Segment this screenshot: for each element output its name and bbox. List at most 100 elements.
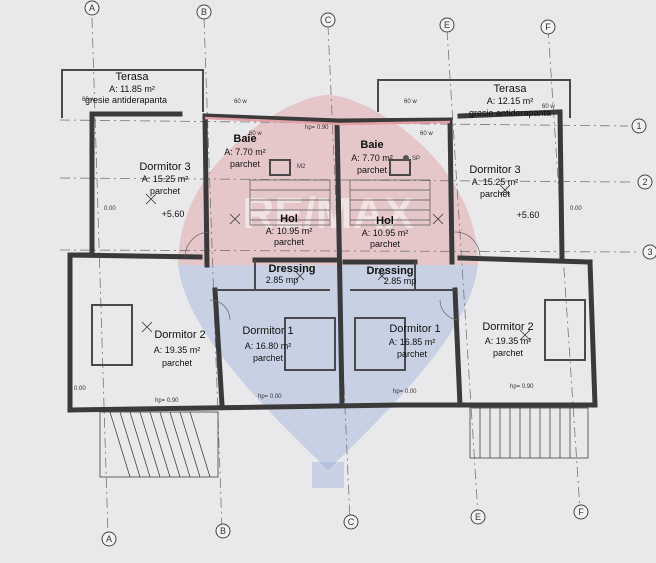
axis-label-b-bottom: B (220, 526, 226, 536)
balcony-railings (99, 407, 589, 478)
stair-left (249, 179, 331, 226)
axis-label-f-top: F (545, 22, 551, 32)
baie-left-finish: parchet (230, 159, 261, 169)
dim-left: 0.00 (74, 386, 86, 392)
stairs (249, 179, 431, 226)
axis-bubble-c-top (320, 12, 336, 28)
axis-bubble-f-top (540, 19, 556, 35)
dorm3-right-area: A: 15.25 m² (472, 177, 519, 187)
toilet-right (389, 159, 411, 176)
dorm2-right-finish: parchet (493, 348, 524, 358)
axis-label-b-top: B (201, 7, 207, 17)
dressing-right-name: Dressing (366, 265, 413, 277)
level-left: +5.60 (162, 209, 185, 219)
axis-bubble-e-bottom (470, 509, 486, 525)
walls (67, 109, 598, 413)
m2-label: M2 (297, 164, 306, 170)
w60-baie-right: 60 w (420, 131, 433, 137)
dorm3-left-name: Dormitor 3 (139, 161, 190, 173)
dorm2-left-finish: parchet (162, 358, 193, 368)
terasa-right-area: A: 12.15 m² (487, 96, 534, 106)
dorm1-right-finish: parchet (397, 349, 428, 359)
railing-right (469, 407, 589, 459)
axis-label-e-top: E (444, 20, 450, 30)
baie-left-area: A: 7.70 m² (224, 147, 266, 157)
terasa-left-name: Terasa (115, 71, 149, 83)
hp-bottom-right: hp= 0.00 (393, 389, 417, 395)
axis-label-2: 2 (642, 177, 647, 187)
stair-right (349, 179, 431, 226)
hol-right-area: A: 10.95 m² (362, 228, 409, 238)
furniture (91, 159, 586, 371)
bed-dorm2-left (91, 304, 133, 366)
dorm2-right-name: Dormitor 2 (482, 321, 533, 333)
hp-top-left: hp= 0.90 (305, 125, 329, 131)
w60-top-2: 60 w (404, 99, 417, 105)
sp-dot (403, 155, 409, 161)
dressing-right-area: 2.85 mp (384, 276, 417, 286)
room-labels: Terasa A: 11.85 m² gresie antiderapanta … (85, 71, 551, 368)
axis-label-1: 1 (636, 121, 641, 131)
hol-left-area: A: 10.95 m² (266, 226, 313, 236)
hol-right-name: Hol (376, 215, 394, 227)
baie-right-name: Baie (360, 139, 383, 151)
dim-dorm3-left: 0.00 (104, 206, 116, 212)
hol-left-name: Hol (280, 213, 298, 225)
baie-left-name: Baie (233, 133, 256, 145)
terasa-right-name: Terasa (493, 83, 527, 95)
axis-label-3: 3 (647, 247, 652, 257)
dorm3-left-area: A: 15.25 m² (142, 174, 189, 184)
axis-bubbles-bottom: A B C E F (101, 504, 589, 547)
axis-label-e-bottom: E (475, 512, 481, 522)
w60-terrace-right: 60 w (542, 104, 555, 110)
axis-bubbles-top: A B C E F (84, 0, 556, 35)
hp-bottom-left: hp= 0.90 (155, 398, 179, 404)
axis-label-f-bottom: F (578, 507, 584, 517)
axis-label-c-top: C (325, 15, 332, 25)
dressing-left-name: Dressing (268, 263, 315, 275)
watermark-basket (312, 462, 344, 488)
axis-bubbles-right: 1 2 3 (631, 118, 656, 260)
dorm3-left-finish: parchet (150, 186, 181, 196)
hol-left-finish: parchet (274, 237, 305, 247)
dorm1-left-area: A: 16.80 m² (245, 341, 292, 351)
dorm3-right-name: Dormitor 3 (469, 164, 520, 176)
terrace-right-outline (377, 79, 571, 118)
dorm2-right-area: A: 19.35 m² (485, 336, 532, 346)
watermark-balloon-bottom (178, 265, 478, 470)
hp-bottom-mid: hp= 0.00 (258, 394, 282, 400)
axis-label-a-top: A (89, 3, 95, 13)
axis-bubble-b-top (196, 4, 212, 20)
axis-bubble-b-bottom (215, 523, 231, 539)
dim-dorm3-right: 0.00 (570, 206, 582, 212)
dorm1-right-area: A: 16.85 m² (389, 337, 436, 347)
baie-right-area: A: 7.70 m² (351, 153, 393, 163)
dressing-left-area: 2.85 mp (266, 275, 299, 285)
level-right: +5.60 (517, 210, 540, 220)
dorm2-left-area: A: 19.35 m² (154, 345, 201, 355)
dorm3-right-finish: parchet (480, 189, 511, 199)
axis-label-a-bottom: A (106, 534, 112, 544)
door-swings (184, 231, 481, 321)
hp-bottom-far-right: hp= 0.90 (510, 384, 534, 390)
axis-bubble-2 (637, 174, 653, 190)
watermark-text: RE/MAX (242, 189, 413, 238)
terrace-outlines (61, 69, 571, 118)
top-accent-line (204, 116, 451, 126)
axis-bubble-1 (631, 118, 647, 134)
railing-left (99, 411, 219, 478)
bed-dorm2-right (544, 299, 586, 361)
baie-right-finish: parchet (357, 165, 388, 175)
terasa-right-finish: gresie antiderapanta (469, 108, 551, 118)
terasa-left-area: A: 11.85 m² (109, 84, 155, 94)
terasa-left-finish: gresie antiderapanta (85, 95, 167, 105)
axis-bubble-f-bottom (573, 504, 589, 520)
light-fixtures (141, 184, 531, 341)
axis-bubble-a-bottom (101, 531, 117, 547)
axis-bubble-a-top (84, 0, 100, 16)
hol-right-finish: parchet (370, 239, 401, 249)
terrace-left-outline (61, 69, 204, 118)
annotations: +5.60 +5.60 M2 SP hp= 0.90 hp= 0.90 hp= … (74, 97, 582, 404)
